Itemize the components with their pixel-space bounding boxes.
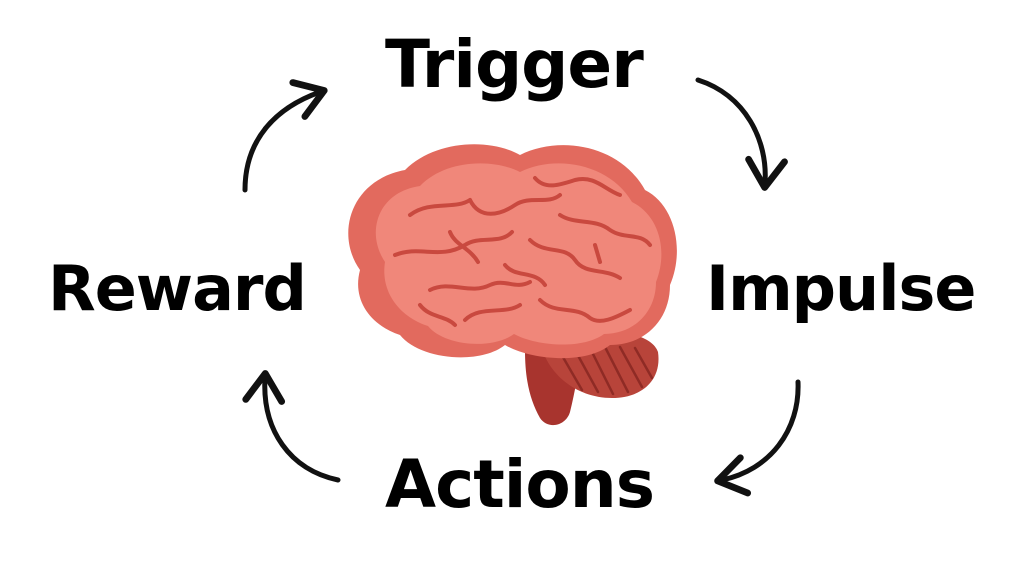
node-actions: Actions — [385, 446, 655, 523]
arrow-actions-to-reward — [242, 370, 341, 483]
node-impulse: Impulse — [706, 252, 976, 325]
arrow-reward-to-trigger — [242, 79, 328, 193]
brain-icon — [348, 144, 677, 426]
cerebrum — [375, 163, 662, 345]
cerebellum-stripes — [558, 345, 654, 396]
arrow-trigger-to-impulse — [695, 77, 788, 191]
node-reward: Reward — [48, 252, 307, 325]
node-trigger: Trigger — [385, 26, 644, 103]
arrow-impulse-to-actions — [714, 379, 801, 497]
brain-folds — [393, 176, 652, 327]
